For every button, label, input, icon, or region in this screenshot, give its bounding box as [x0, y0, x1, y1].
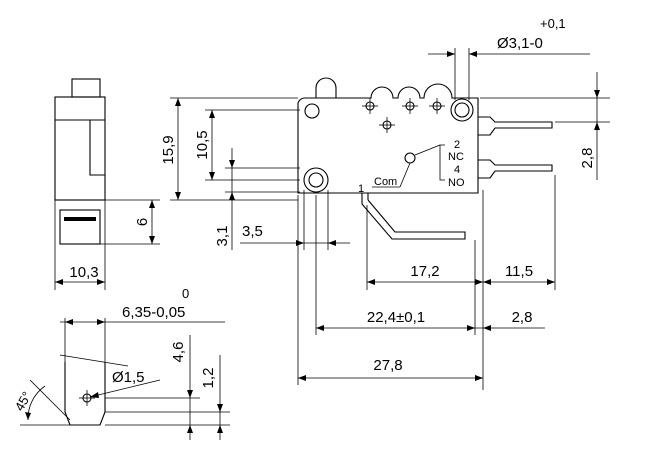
mounting-hole-left-inner [308, 172, 324, 188]
dim-hole-dia: Ø1,5 [112, 369, 145, 386]
side-view: 6 10,3 [54, 78, 160, 290]
label-com: Com [374, 176, 397, 188]
front-small-hole [304, 103, 320, 119]
front-dimensions: +0,1 Ø3,1-0 15,9 10,5 3,1 3,5 [160, 16, 610, 390]
dim-gap-3-5: 3,5 [242, 223, 263, 240]
label-no: NO [448, 177, 465, 189]
dim-angle-45: 45° [12, 389, 35, 414]
tab-detail: 0 6,35-0,05 Ø1,5 4,6 1,2 45° [12, 286, 230, 440]
front-view: 2 NC 4 NO 1 Com [297, 77, 553, 240]
tab-outline [64, 362, 106, 426]
front-body [297, 83, 479, 194]
dim-gap-3-1: 3,1 [214, 226, 231, 247]
terminal-com [361, 199, 466, 240]
dim-tab-tol-top: 0 [182, 286, 189, 301]
side-body [54, 96, 106, 201]
dim-pin-11-5: 11,5 [505, 263, 533, 280]
terminal-nc [478, 116, 553, 136]
mounting-hole-left [303, 167, 329, 193]
side-terminal [59, 209, 101, 245]
dim-height-10-5: 10,5 [194, 130, 211, 159]
dim-tab-4-6: 4,6 [170, 342, 187, 363]
dim-height-15-9: 15,9 [160, 135, 177, 164]
label-pin-2: 2 [454, 139, 460, 151]
dim-side-6: 6 [134, 218, 151, 226]
side-actuator [71, 78, 101, 98]
dim-tab-1-2: 1,2 [200, 368, 217, 389]
terminal-no [478, 159, 553, 179]
dim-length-27-8: 27,8 [373, 357, 402, 374]
label-pin-4: 4 [454, 164, 460, 176]
side-slot [89, 119, 105, 176]
contact-indicator [404, 152, 416, 164]
label-nc: NC [448, 151, 464, 163]
front-actuator [315, 77, 337, 98]
dim-dia-tol: +0,1 [540, 16, 566, 31]
mounting-hole-right-inner [454, 102, 470, 118]
mounting-hole-right [450, 98, 474, 122]
dim-pin-17-2: 17,2 [410, 263, 439, 280]
dim-bottom-2-8: 2,8 [512, 309, 533, 326]
dim-right-2-8: 2,8 [579, 148, 596, 169]
dim-width-10-3: 10,3 [69, 264, 98, 281]
dim-tab-width: 6,35-0,05 [122, 304, 185, 321]
dim-span-22-4: 22,4±0,1 [367, 309, 425, 326]
dim-dia-nom: Ø3,1-0 [497, 35, 543, 52]
side-terminal-band [64, 217, 96, 221]
label-pin-1: 1 [358, 183, 364, 195]
